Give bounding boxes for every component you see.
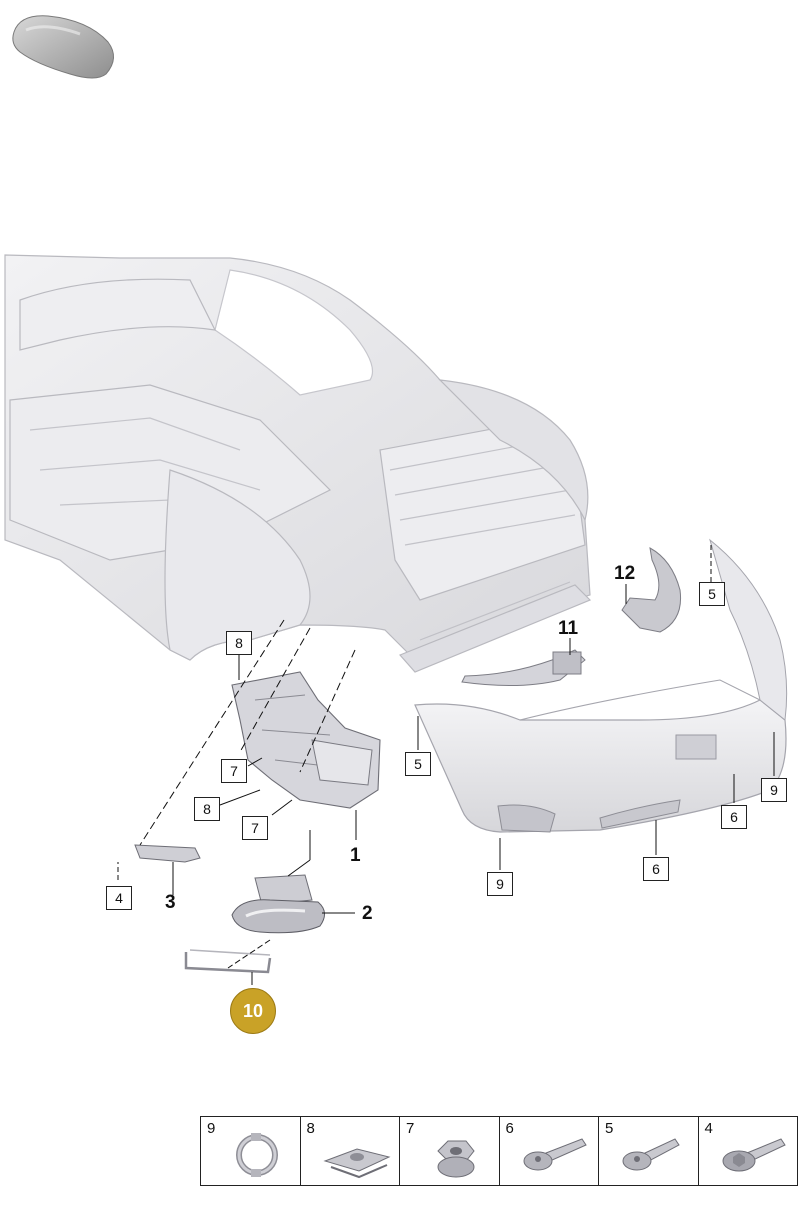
- part-11-carrier[interactable]: [461, 649, 586, 687]
- hardware-number: 6: [505, 1120, 514, 1137]
- hardware-number: 8: [306, 1120, 315, 1137]
- callout-1[interactable]: 1: [350, 845, 361, 866]
- callout-5-b[interactable]: 5: [405, 752, 431, 776]
- hardware-number: 9: [207, 1120, 216, 1137]
- car-thumbnail-icon[interactable]: [12, 15, 114, 79]
- hardware-cell-7[interactable]: 7: [399, 1117, 499, 1185]
- callout-2[interactable]: 2: [362, 903, 373, 924]
- part-12-bracket[interactable]: [621, 547, 682, 633]
- hardware-number: 5: [605, 1120, 614, 1137]
- leader-lines: [117, 545, 775, 985]
- hex-nut-icon: [437, 1140, 475, 1178]
- part-1-mount-frame[interactable]: [231, 671, 381, 809]
- callout-7-a[interactable]: 7: [221, 759, 247, 783]
- torx-bolt-long-icon: [523, 1138, 587, 1171]
- clip-ring-icon: [236, 1133, 278, 1177]
- callout-3[interactable]: 3: [165, 892, 176, 913]
- hardware-cell-5[interactable]: 5: [598, 1117, 698, 1185]
- part-2-exhaust-tip[interactable]: [231, 874, 325, 934]
- hardware-number: 7: [406, 1120, 415, 1137]
- hardware-number: 4: [704, 1120, 713, 1137]
- torx-bolt-short-icon: [622, 1138, 680, 1171]
- hardware-cell-9[interactable]: 9: [201, 1117, 300, 1185]
- callout-12[interactable]: 12: [614, 563, 636, 584]
- spring-nut-icon: [322, 1148, 390, 1179]
- part-10-trim-ring[interactable]: [184, 949, 272, 974]
- rear-bumper-cover[interactable]: [414, 538, 788, 833]
- part-3-bracket[interactable]: [134, 844, 201, 863]
- callout-5-top[interactable]: 5: [699, 582, 725, 606]
- callout-9-b[interactable]: 9: [487, 872, 513, 896]
- callout-8-b[interactable]: 8: [194, 797, 220, 821]
- callout-4[interactable]: 4: [106, 886, 132, 910]
- callout-11[interactable]: 11: [558, 618, 579, 639]
- flange-bolt-icon: [722, 1138, 786, 1172]
- car-body-shell: [4, 254, 592, 673]
- callout-8-top[interactable]: 8: [226, 631, 252, 655]
- hardware-cell-4[interactable]: 4: [697, 1117, 798, 1185]
- hardware-cell-6[interactable]: 6: [498, 1117, 599, 1185]
- callout-6-b[interactable]: 6: [643, 857, 669, 881]
- callout-6-a[interactable]: 6: [721, 805, 747, 829]
- callout-9-right[interactable]: 9: [761, 778, 787, 802]
- hardware-cell-8[interactable]: 8: [299, 1117, 400, 1185]
- callout-10-highlight[interactable]: 10: [230, 988, 276, 1034]
- hardware-table: 9 8 7 6: [200, 1116, 798, 1186]
- callout-7-b[interactable]: 7: [242, 816, 268, 840]
